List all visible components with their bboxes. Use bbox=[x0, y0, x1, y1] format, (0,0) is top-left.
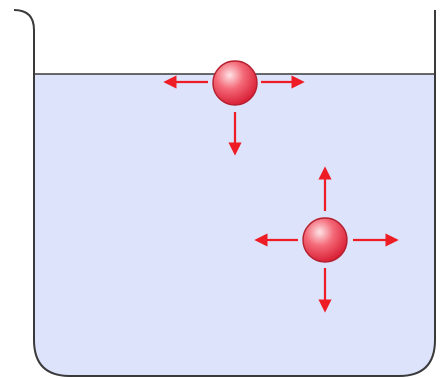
container-outline bbox=[13, 9, 436, 377]
bulk-molecule-arrows bbox=[254, 166, 399, 313]
surface-molecule-arrows bbox=[163, 75, 305, 156]
water-body bbox=[34, 74, 435, 376]
bulk-molecule bbox=[302, 217, 348, 263]
surface-molecule bbox=[212, 60, 258, 106]
